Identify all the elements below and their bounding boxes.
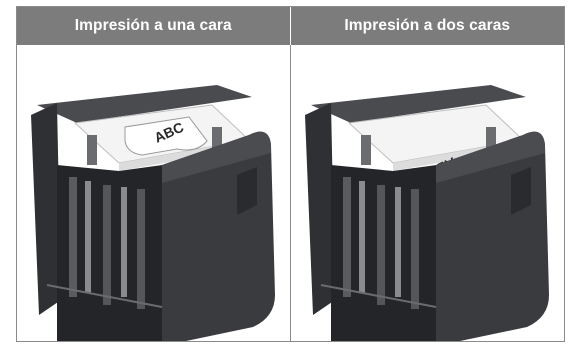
- tray-two-sided-drawing: ABC: [304, 85, 549, 341]
- header-two-sided: Impresión a dos caras: [290, 7, 564, 45]
- paper-loading-figure: Impresión a una cara Impresión a dos car…: [16, 6, 565, 342]
- tray-one-sided-drawing: ABC: [31, 85, 275, 341]
- header-one-sided: Impresión a una cara: [17, 7, 291, 45]
- tray-illustration-one-sided: ABC: [17, 45, 291, 341]
- tray-illustration-two-sided: ABC: [290, 45, 564, 341]
